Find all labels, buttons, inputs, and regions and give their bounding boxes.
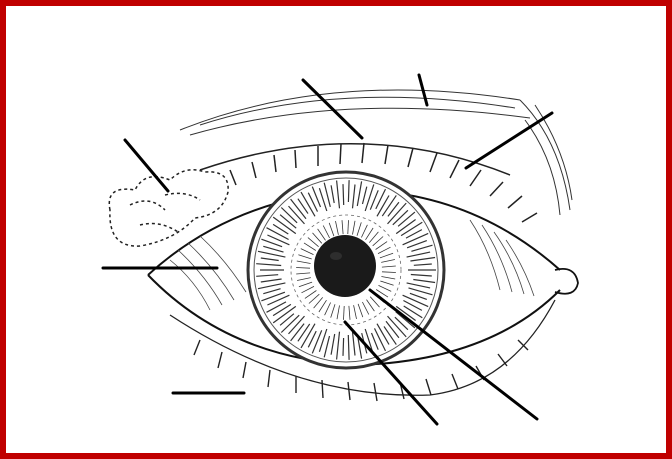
- red-border: [0, 0, 672, 459]
- diagram-frame: [0, 0, 672, 459]
